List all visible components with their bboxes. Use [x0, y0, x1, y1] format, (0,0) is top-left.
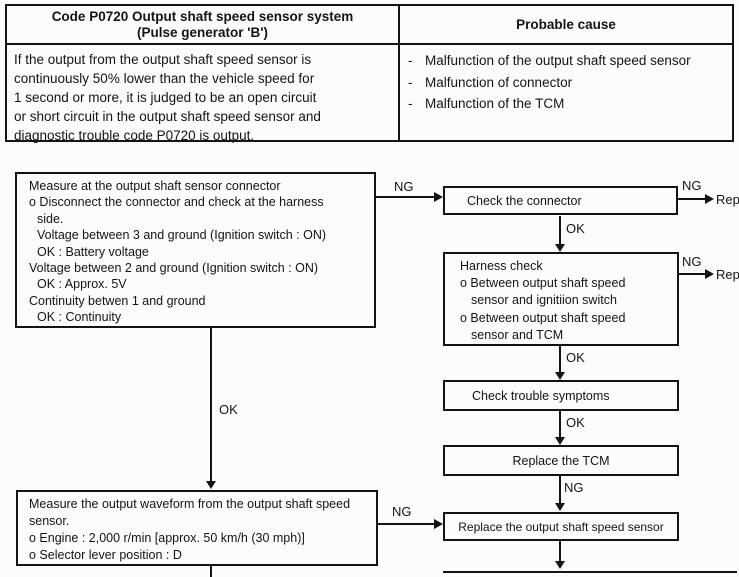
connector-line	[559, 216, 561, 244]
connector-line	[559, 346, 561, 372]
table-header-divider	[7, 43, 732, 45]
cause-text: Malfunction of the TCM	[425, 96, 565, 111]
label-ok: OK	[566, 221, 585, 236]
flow-box-check-connector: Check the connector	[443, 186, 678, 215]
flow-line: side.	[37, 211, 64, 226]
connector-line	[559, 476, 561, 503]
cause-item: - Malfunction of connector	[400, 72, 730, 94]
label-ng: NG	[392, 504, 412, 519]
arrowhead-down-icon	[555, 437, 565, 445]
flow-line: sensor.	[29, 514, 70, 528]
label-ok: OK	[566, 415, 585, 430]
description-line: diagnostic trouble code P0720 is output.	[14, 128, 255, 143]
code-table: Code P0720 Output shaft speed sensor sys…	[5, 4, 734, 145]
connector-line	[678, 198, 705, 200]
flow-line: o Between output shaft speed	[460, 310, 626, 325]
label-rep: Rep	[716, 192, 739, 207]
flow-box-check-trouble-symptoms: Check trouble symptoms	[443, 380, 679, 411]
flow-line: o Disconnect the connector and check at …	[29, 195, 324, 210]
flow-line: Harness check	[460, 259, 543, 273]
connector-line	[378, 523, 434, 525]
arrowhead-right-icon	[705, 269, 714, 279]
flow-line: sensor and TCM	[471, 327, 564, 342]
cause-text: Malfunction of connector	[425, 74, 573, 90]
flow-line: OK : Approx. 5V	[37, 277, 127, 292]
probable-cause-header: Probable cause	[516, 16, 616, 32]
flow-line: Continuity betwen 1 and ground	[29, 293, 206, 308]
code-description: If the output from the output shaft spee…	[14, 50, 394, 145]
flow-box-measure-waveform: Measure the output waveform from the out…	[16, 490, 378, 566]
cause-bullet: -	[408, 53, 413, 68]
table-column-divider	[398, 6, 400, 140]
label-ok: OK	[566, 350, 585, 365]
cause-bullet: -	[408, 74, 413, 90]
flow-box-label: Replace the TCM	[512, 453, 610, 468]
flow-box-label: Check trouble symptoms	[472, 388, 610, 403]
flow-line: Measure at the output shaft sensor conne…	[29, 179, 281, 193]
arrowhead-down-icon	[555, 372, 565, 380]
arrowhead-right-icon	[434, 519, 443, 529]
description-line: continuously 50% lower than the vehicle …	[14, 71, 315, 86]
code-header-line2: (Pulse generator 'B')	[137, 24, 268, 40]
connector-line	[559, 541, 561, 561]
label-rep: Rep	[716, 267, 739, 282]
arrowhead-right-icon	[434, 192, 443, 202]
label-ng: NG	[682, 178, 702, 193]
arrowhead-right-icon	[705, 194, 714, 204]
cause-item: - Malfunction of the output shaft speed …	[400, 50, 730, 72]
code-header-line1: Code P0720 Output shaft speed sensor sys…	[51, 8, 354, 24]
flow-box-measure-connector: Measure at the output shaft sensor conne…	[15, 172, 376, 328]
cutoff-box-top-edge	[443, 571, 737, 573]
label-ng: NG	[682, 254, 702, 269]
flow-box-label: Check the connector	[467, 193, 582, 208]
description-line: If the output from the output shaft spee…	[14, 52, 312, 67]
flow-line: Voltage between 3 and ground (Ignition s…	[37, 228, 327, 243]
flow-box-harness-check: Harness check o Between output shaft spe…	[443, 252, 679, 346]
flow-line: o Selector lever position : D	[29, 548, 182, 562]
arrowhead-down-icon	[206, 481, 216, 489]
flow-box-replace-tcm: Replace the TCM	[443, 445, 679, 476]
flow-line: Measure the output waveform from the out…	[29, 497, 351, 511]
label-ng: NG	[394, 179, 414, 194]
connector-line	[210, 566, 212, 577]
description-line: 1 second or more, it is judged to be an …	[14, 90, 317, 105]
cause-bullet: -	[408, 96, 413, 111]
connector-line	[559, 411, 561, 437]
flow-line: OK : Continuity	[37, 310, 122, 325]
code-header: Code P0720 Output shaft speed sensor sys…	[7, 6, 398, 43]
arrowhead-down-icon	[555, 561, 565, 569]
cause-text: Malfunction of the output shaft speed se…	[425, 53, 691, 68]
flow-line: Voltage between 2 and ground (Ignition s…	[29, 261, 319, 276]
connector-line	[376, 196, 434, 198]
flow-line: OK : Battery voltage	[37, 244, 149, 259]
flow-line: o Between output shaft speed	[460, 276, 626, 291]
arrowhead-down-icon	[555, 244, 565, 252]
flow-box-label: Replace the output shaft speed sensor	[458, 519, 664, 534]
connector-line	[210, 328, 212, 481]
label-ok: OK	[219, 402, 238, 417]
flow-box-replace-sensor: Replace the output shaft speed sensor	[443, 512, 679, 541]
probable-cause-list: - Malfunction of the output shaft speed …	[400, 50, 730, 115]
flow-line: sensor and ignitiion switch	[471, 293, 617, 308]
flow-line: o Engine : 2,000 r/min [approx. 50 km/h …	[29, 531, 305, 545]
label-ng: NG	[564, 480, 584, 495]
arrowhead-down-icon	[555, 503, 565, 511]
description-line: or short circuit in the output shaft spe…	[14, 109, 321, 124]
connector-line	[679, 273, 705, 275]
cause-item: - Malfunction of the TCM	[400, 93, 730, 115]
